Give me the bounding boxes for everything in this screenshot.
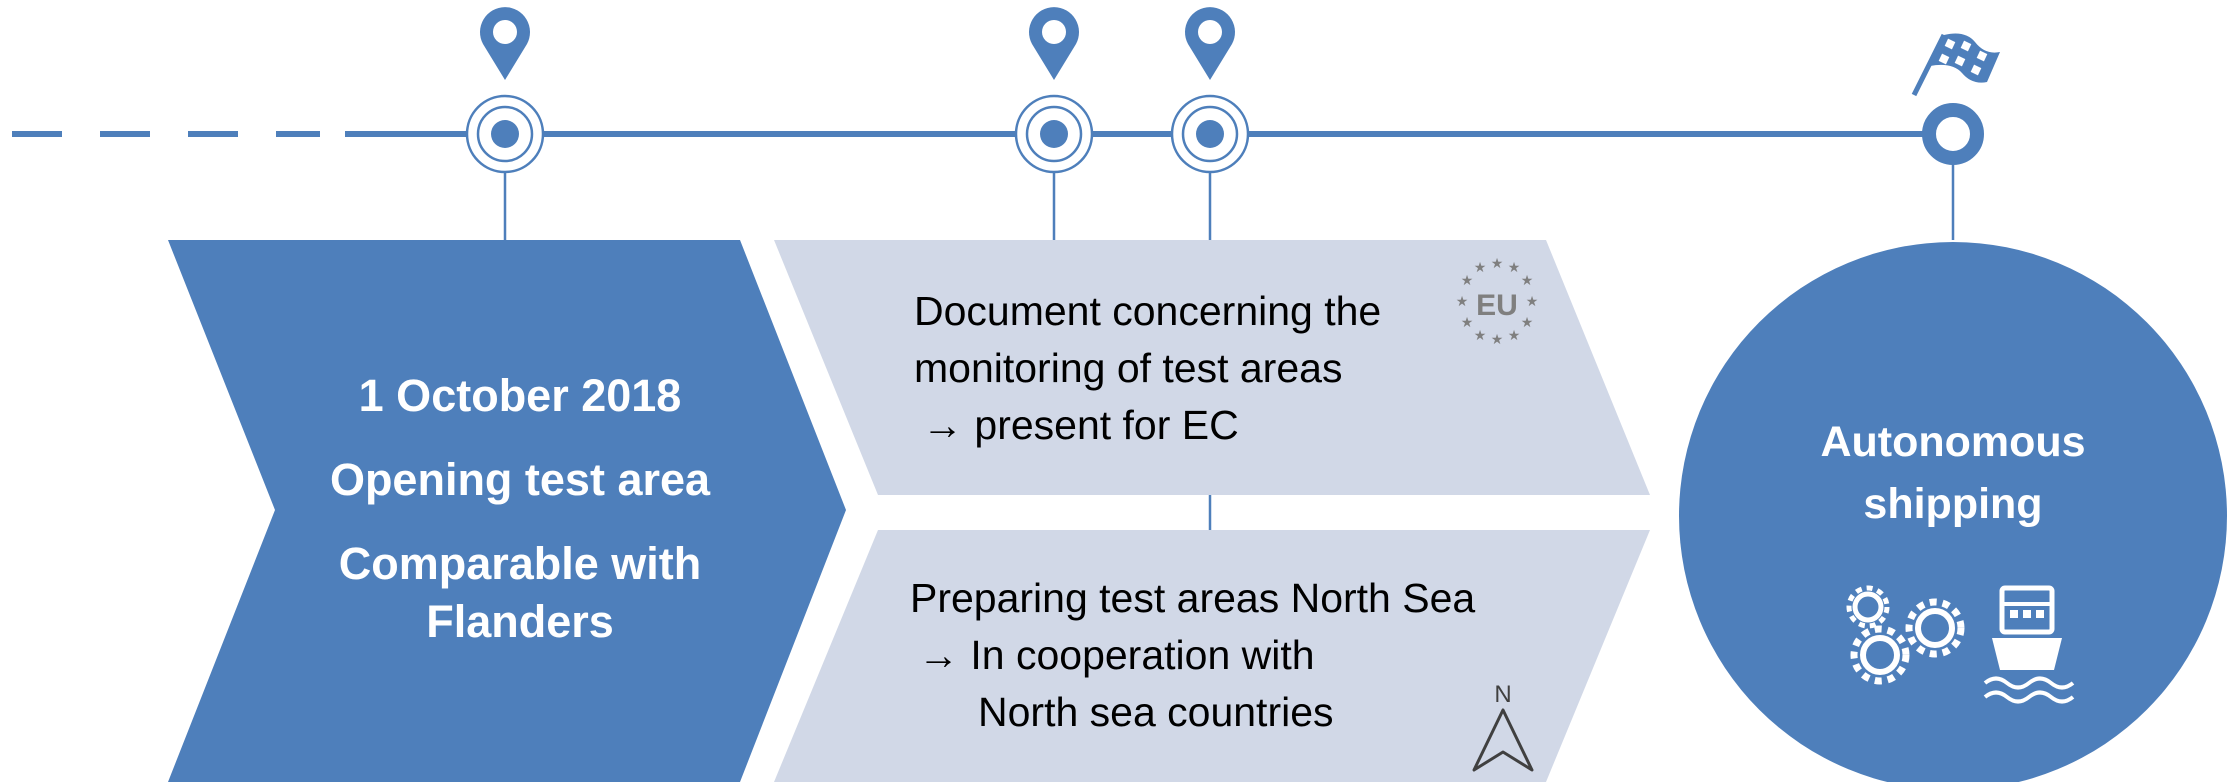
goal-line-1: Autonomous xyxy=(1820,418,2086,466)
eu-stars-icon: ★ ★ ★ ★ ★ ★ ★ ★ ★ ★ ★ ★ EU xyxy=(1456,256,1539,348)
svg-text:★: ★ xyxy=(1456,294,1469,310)
svg-text:★: ★ xyxy=(1461,315,1474,331)
goal-text: Autonomous shipping xyxy=(1753,411,2153,535)
location-pin-icon xyxy=(1029,7,1079,81)
north-label: N xyxy=(1494,681,1511,708)
milestone-text: 1 October 2018 Opening test area Compara… xyxy=(290,367,750,651)
svg-text:★: ★ xyxy=(1491,332,1504,348)
svg-text:★: ★ xyxy=(1508,328,1521,344)
panel-ns-line-1: Preparing test areas North Sea xyxy=(910,575,1476,621)
goal-circle xyxy=(1679,242,2227,782)
panel-eu-line-2: monitoring of test areas xyxy=(914,345,1343,391)
milestone-opening: Opening test area xyxy=(329,454,711,505)
milestone-chevron xyxy=(168,240,846,782)
panel-eu-line-1: Document concerning the xyxy=(914,288,1382,334)
goal-line-2: shipping xyxy=(1863,480,2043,528)
svg-text:★: ★ xyxy=(1461,273,1474,289)
milestone-marker-3 xyxy=(1170,94,1250,174)
location-pin-icon xyxy=(1185,7,1235,81)
checkered-flag-icon xyxy=(1911,33,2000,97)
milestone-marker-2 xyxy=(1014,94,1094,174)
svg-text:★: ★ xyxy=(1521,315,1534,331)
panel-ns-line-2: → In cooperation with xyxy=(918,632,1315,678)
panel-north-sea xyxy=(774,530,1650,782)
svg-text:★: ★ xyxy=(1526,294,1539,310)
eu-label: EU xyxy=(1476,289,1518,322)
panel-eu-text: Document concerning the monitoring of te… xyxy=(914,283,1381,454)
svg-text:★: ★ xyxy=(1474,260,1487,276)
panel-eu-document xyxy=(774,240,1650,495)
svg-text:★: ★ xyxy=(1474,328,1487,344)
timeline-end-marker xyxy=(1922,103,1984,165)
milestone-comparable: Comparable with xyxy=(338,538,702,589)
panel-ns-line-3: North sea countries xyxy=(978,689,1334,735)
ship-icon xyxy=(1983,585,2075,704)
location-pin-icon xyxy=(480,7,530,81)
milestone-flanders: Flanders xyxy=(426,596,614,647)
svg-text:★: ★ xyxy=(1491,256,1504,272)
svg-text:★: ★ xyxy=(1508,260,1521,276)
panel-north-sea-text: Preparing test areas North Sea → In coop… xyxy=(910,570,1475,741)
milestone-date: 1 October 2018 xyxy=(358,370,682,421)
gears-icon xyxy=(1846,585,1965,685)
milestone-marker-1 xyxy=(465,94,545,174)
north-arrow-icon: N xyxy=(1472,681,1534,772)
svg-text:★: ★ xyxy=(1521,273,1534,289)
panel-eu-line-3: → present for EC xyxy=(922,402,1239,448)
